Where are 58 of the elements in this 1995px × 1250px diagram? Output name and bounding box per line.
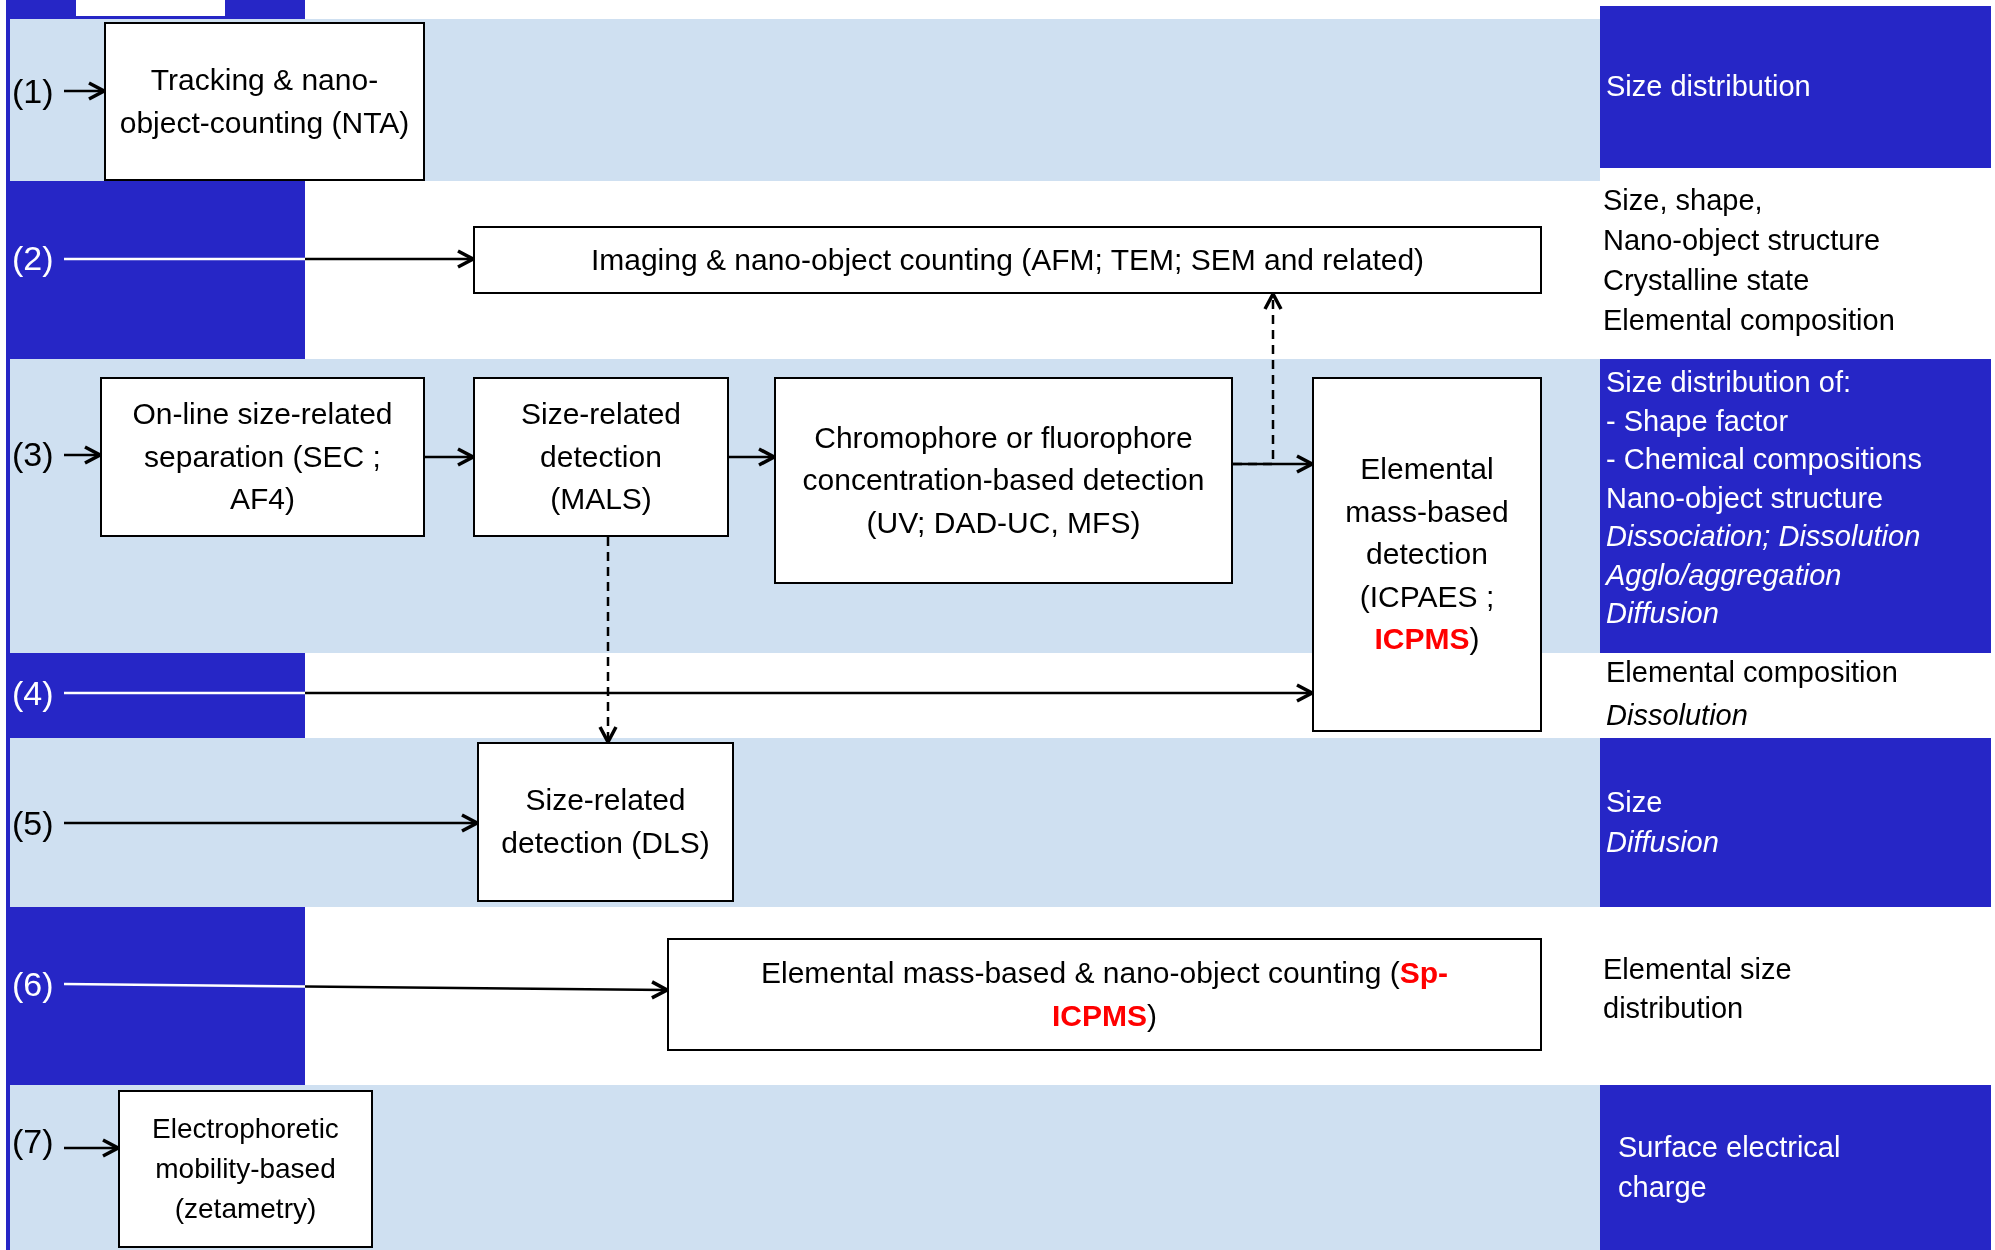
process-box [1312,377,1542,732]
result-text: Elemental composition [1606,655,1899,690]
result-text: - Chemical compositions [1606,442,1923,478]
result-panel [1600,359,1991,653]
step-number: (2) [12,238,64,278]
arrow [64,81,106,101]
step-number: (5) [12,803,64,843]
result-text: Size [1606,784,1664,820]
process-box [473,377,729,537]
dashed-arrow [598,537,618,744]
arrow [64,813,479,833]
box-text: Size-related detection (MALS) [519,396,683,518]
arrow [64,683,1314,703]
box-text: Chromophore or fluorophore concentration-based detection (UV; DAD-UC, MFS) [801,419,1206,541]
result-panel [1600,6,1991,168]
result-text: Size, shape, [1603,183,1764,218]
box-text: Size-related detection (DLS) [500,782,711,861]
process-box [477,742,734,902]
arrow [425,447,475,467]
step-number: (7) [12,1121,64,1161]
process-box [473,226,1542,294]
result-text: Elemental composition [1603,303,1896,338]
result-text: Size distribution of: [1606,365,1852,400]
process-box [104,22,425,181]
result-text: Agglo/aggregation [1606,557,1843,593]
result-text: Surface electrical charge [1618,1129,1842,1205]
step-number: (4) [12,673,64,713]
result-text: Diffusion [1606,596,1720,632]
box-text: Electrophoretic mobility-based (zetametry) [151,1112,340,1226]
result-text: - Shape factor [1606,403,1790,439]
box-text: On-line size-related separation (SEC ; AF4) [131,396,394,518]
step-number: (6) [12,964,64,1004]
process-box [100,377,425,537]
box-text: Imaging & nano-object counting (AFM; TEM; SEM and related) [590,241,1425,278]
process-box [667,938,1542,1051]
dashed-arrow [1233,292,1283,466]
result-text: Size distribution [1606,69,1812,105]
arrow [64,1138,120,1158]
result-text: Elemental size distribution [1603,952,1793,1027]
step-number: (1) [12,71,64,111]
result-panel [1600,738,1991,907]
step-number: (3) [12,434,64,474]
arrow [64,249,475,269]
result-text: Nano-object structure [1606,480,1885,516]
box-text: Elemental mass-based & nano-object counting (Sp-ICPMS) [760,954,1449,1034]
arrow [729,447,776,467]
result-text: Nano-object structure [1603,223,1882,258]
process-box [774,377,1233,584]
arrow [64,980,669,1000]
box-text: Tracking & nano-object-counting (NTA) [118,61,411,141]
result-text: Diffusion [1606,824,1720,860]
box-text: Elemental mass-based detection (ICPAES ; ICPMS) [1344,451,1510,658]
result-text: Crystalline state [1603,263,1811,298]
arrow [64,445,102,465]
process-box [118,1090,373,1248]
result-text: Dissociation; Dissolution [1606,519,1922,555]
result-text: Dissolution [1606,698,1749,733]
result-panel [1600,1085,1991,1250]
